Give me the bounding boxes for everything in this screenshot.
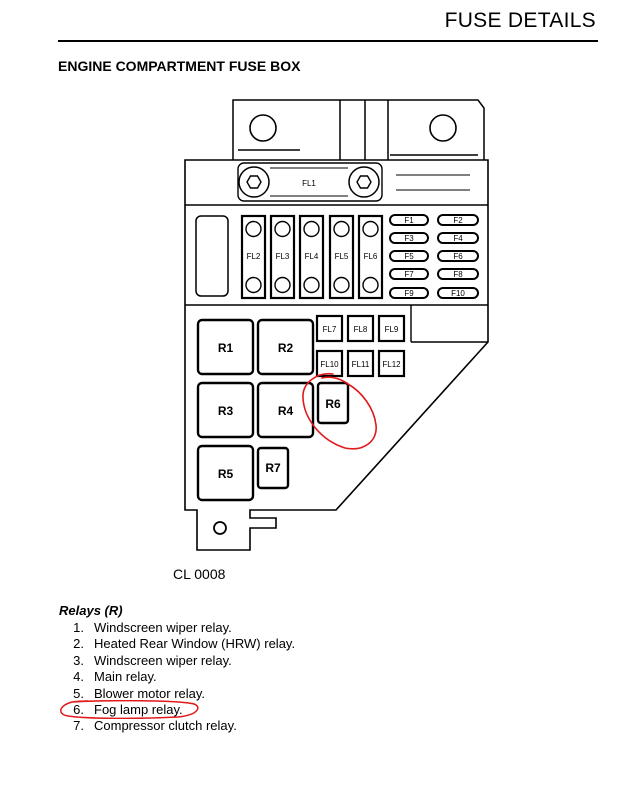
- relay-r7: R7: [256, 446, 290, 490]
- svg-text:FL1: FL1: [302, 179, 316, 188]
- fuse-f6: F6: [437, 250, 479, 262]
- fusible-link-fl7: FL7: [315, 314, 344, 343]
- fuse-box-diagram: FL1 FL2 FL3 FL4 FL5 FL6 F1: [184, 99, 489, 551]
- relay-r1: R1: [196, 318, 255, 376]
- svg-text:FL4: FL4: [305, 252, 319, 261]
- svg-text:F4: F4: [453, 234, 463, 243]
- relay-r4: R4: [256, 381, 315, 439]
- legend-item-number: 2.: [73, 636, 84, 652]
- fl1-side-slots: [396, 174, 470, 191]
- legend-item-label: Blower motor relay.: [94, 685, 206, 701]
- fuse-f9: F9: [389, 287, 429, 299]
- fuse-f8: F8: [437, 268, 479, 280]
- svg-text:F2: F2: [453, 216, 463, 225]
- relay-r5: R5: [196, 444, 255, 502]
- legend-item: 7. Compressor clutch relay.: [59, 718, 295, 734]
- legend-item: 1. Windscreen wiper relay.: [59, 620, 295, 636]
- svg-text:FL11: FL11: [352, 360, 370, 369]
- svg-text:F10: F10: [451, 289, 465, 298]
- legend-item-number: 3.: [73, 652, 84, 668]
- svg-text:R7: R7: [265, 461, 281, 475]
- legend-item-6-highlight-ring: [60, 700, 199, 719]
- fuse-f10: F10: [437, 287, 479, 299]
- svg-text:FL6: FL6: [364, 252, 378, 261]
- svg-text:FL10: FL10: [320, 360, 339, 369]
- legend-item-number: 7.: [73, 718, 84, 734]
- svg-text:FL12: FL12: [382, 360, 401, 369]
- svg-text:FL7: FL7: [323, 325, 337, 334]
- fuse-f7: F7: [389, 268, 429, 280]
- svg-text:F3: F3: [404, 234, 414, 243]
- fusible-link-fl11: FL11: [346, 349, 375, 378]
- svg-text:F7: F7: [404, 270, 414, 279]
- legend-item-number: 1.: [73, 620, 84, 635]
- svg-text:F8: F8: [453, 270, 463, 279]
- spare-cavity: [195, 215, 229, 297]
- fusible-link-fl9: FL9: [377, 314, 406, 343]
- relay-r6: R6: [316, 381, 350, 425]
- fuse-f5: F5: [389, 250, 429, 262]
- legend-item: 5. Blower motor relay.: [59, 686, 295, 702]
- fusible-link-fl1: FL1: [237, 162, 383, 202]
- title-rule: [58, 40, 598, 42]
- mounting-tab-hole: [213, 521, 227, 535]
- svg-text:F6: F6: [453, 252, 463, 261]
- svg-text:FL2: FL2: [247, 252, 261, 261]
- legend-item-number: 5.: [73, 685, 84, 701]
- relay-r2: R2: [256, 318, 315, 376]
- svg-text:FL3: FL3: [276, 252, 290, 261]
- fuse-box-mounting-block: [232, 99, 485, 160]
- svg-text:FL5: FL5: [335, 252, 349, 261]
- svg-text:R5: R5: [218, 467, 234, 481]
- legend-item-label: Windscreen wiper relay.: [94, 620, 232, 635]
- fusible-link-fl8: FL8: [346, 314, 375, 343]
- fuse-box-housing: [184, 159, 489, 551]
- fusible-link-fl2: FL2: [240, 214, 267, 300]
- legend-item: 2. Heated Rear Window (HRW) relay.: [59, 636, 295, 652]
- svg-text:R4: R4: [278, 404, 294, 418]
- legend-item-label: Compressor clutch relay.: [94, 718, 237, 734]
- legend-item-label: Heated Rear Window (HRW) relay.: [94, 636, 296, 652]
- fuse-f1: F1: [389, 214, 429, 226]
- fusible-link-fl10: FL10: [315, 349, 344, 378]
- svg-text:F9: F9: [404, 289, 414, 298]
- legend-item: 4. Main relay.: [59, 669, 295, 685]
- page-title: FUSE DETAILS: [444, 9, 596, 32]
- fuse-f2: F2: [437, 214, 479, 226]
- relay-r3: R3: [196, 381, 255, 439]
- fuse-f3: F3: [389, 232, 429, 244]
- svg-text:FL9: FL9: [385, 325, 399, 334]
- fusible-link-fl3: FL3: [269, 214, 296, 300]
- legend-item: 3. Windscreen wiper relay.: [59, 653, 295, 669]
- section-heading: ENGINE COMPARTMENT FUSE BOX: [58, 58, 301, 74]
- svg-text:F5: F5: [404, 252, 414, 261]
- mounting-hole-left: [249, 114, 277, 142]
- legend-item-number: 4.: [73, 669, 84, 685]
- legend-heading: Relays (R): [59, 603, 123, 618]
- fusible-link-fl5: FL5: [328, 214, 355, 300]
- svg-text:R6: R6: [325, 397, 341, 411]
- svg-text:F1: F1: [404, 216, 414, 225]
- fusible-link-fl12: FL12: [377, 349, 406, 378]
- svg-text:R1: R1: [218, 341, 234, 355]
- fusible-link-fl6: FL6: [357, 214, 384, 300]
- svg-text:FL8: FL8: [354, 325, 368, 334]
- relay-r6-highlight-ring: [302, 373, 377, 450]
- fuse-f4: F4: [437, 232, 479, 244]
- legend-item-label: Windscreen wiper relay.: [94, 652, 232, 668]
- legend-item-label: Fog lamp relay.: [94, 702, 183, 718]
- legend-item: 6. Fog lamp relay.: [59, 702, 295, 718]
- svg-text:R3: R3: [218, 404, 234, 418]
- relay-legend-list: 1. Windscreen wiper relay. 2. Heated Rear …: [59, 620, 295, 735]
- legend-item-number: 6.: [73, 702, 84, 718]
- fusible-link-fl4: FL4: [298, 214, 325, 300]
- mounting-hole-right: [429, 114, 457, 142]
- legend-item-label: Main relay.: [94, 669, 157, 685]
- svg-text:R2: R2: [278, 341, 294, 355]
- figure-code: CL 0008: [173, 566, 226, 582]
